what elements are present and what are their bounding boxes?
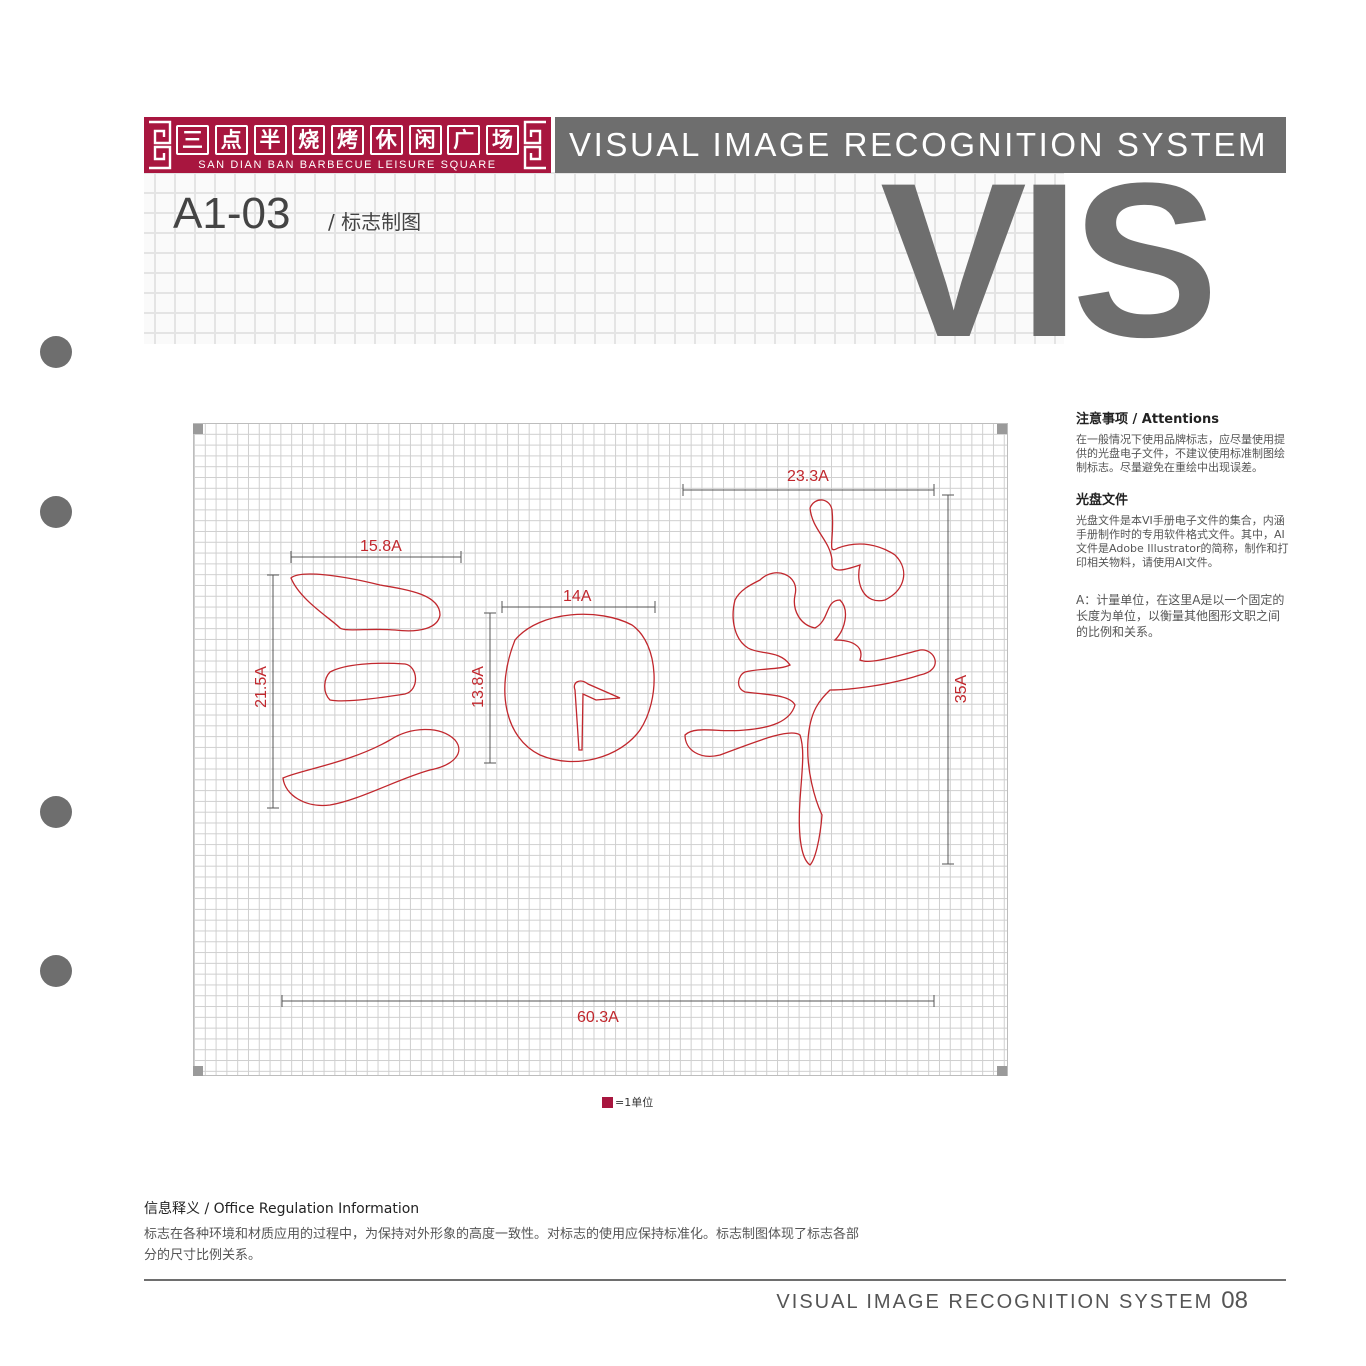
footer: VISUAL IMAGE RECOGNITION SYSTEM 08 [776,1287,1248,1315]
cd-body: 光盘文件是本VI手册电子文件的集合，内涵手册制作时的专用软件格式文件。其中，AI… [1076,514,1289,569]
brand-subtitle: SAN DIAN BAN BARBECUE LEISURE SQUARE [198,159,497,171]
cd-title: 光盘文件 [1076,493,1129,508]
attention-title: 注意事项 / Attentions [1076,412,1219,427]
attention-body: 在一般情况下使用品牌标志，应尽量使用提供的光盘电子文件，不建议使用标准制图绘制标… [1076,433,1285,474]
grid-corner-mark [193,1066,203,1076]
glyph-san-stroke-3 [282,728,460,807]
page-subtitle: / 标志制图 [328,210,422,234]
dim-san-height: 21.5A [252,666,270,708]
grid-legend: =1单位 [602,1094,653,1110]
dimension-lines [267,484,954,1007]
dim-dian-height: 13.8A [469,666,487,708]
brand-logo-body: 三 点 半 烧 烤 休 闲 广 场 SAN DIAN BAN BARBECUE … [176,123,519,171]
dim-total-width: 60.3A [577,1009,619,1026]
grid-corner-mark [997,424,1007,434]
footer-divider [144,1279,1286,1281]
construction-grid [193,423,1008,1076]
glyph-dian-tick [573,680,621,751]
page-code: A1-03 [173,189,291,238]
brand-char: 场 [486,125,519,155]
footer-system-title: VISUAL IMAGE RECOGNITION SYSTEM [776,1291,1214,1313]
brand-char: 休 [369,125,403,155]
unit-note: A：计量单位，在这里A是以一个固定的长度为单位，以衡量其他图形文职之间的比例和关… [1076,593,1285,639]
grid-corner-mark [997,1066,1007,1076]
glyph-san-stroke-1 [290,573,441,632]
unit-swatch-icon [602,1096,613,1108]
page-number: 08 [1221,1287,1248,1314]
fret-ornament-left-icon [149,120,172,170]
dim-dian-width: 14A [563,588,592,605]
brand-char: 烤 [331,125,364,155]
dim-ban-width: 23.3A [787,468,829,485]
brand-char: 点 [214,125,248,155]
glyph-san-stroke-2 [324,662,417,702]
grid-corner-mark [193,424,203,434]
brand-char: 烧 [292,125,326,155]
info-body: 标志在各种环境和材质应用的过程中，为保持对外形象的高度一致性。对标志的使用应保持… [144,1227,860,1263]
glyph-dian-circle [504,613,655,763]
binder-hole [40,955,72,987]
binder-hole [40,496,72,528]
brand-char: 广 [447,125,481,155]
system-title-bar: VISUAL IMAGE RECOGNITION SYSTEM [555,117,1286,173]
binder-hole [40,336,72,368]
notes-panel: 注意事项 / Attentions 在一般情况下使用品牌标志，应尽量使用提供的光… [1076,408,1290,654]
fret-ornament-right-icon [523,120,546,170]
dim-ban-height: 35A [953,674,971,704]
brand-char: 半 [253,125,287,155]
glyph-ban-body [684,499,936,866]
info-title: 信息释义 / Office Regulation Information [144,1201,420,1217]
legend-label: =1单位 [615,1096,654,1109]
brand-name: 三 点 半 烧 烤 休 闲 广 场 [176,125,519,155]
dim-san-width: 15.8A [360,538,402,555]
vis-mark: VIS [880,137,1219,383]
brand-char: 三 [176,125,209,155]
brand-char: 闲 [408,125,442,155]
brand-logo: 三 点 半 烧 烤 休 闲 广 场 SAN DIAN BAN BARBECUE … [144,117,551,173]
fret-pattern-band [144,172,1064,344]
logo-glyph-outlines [282,499,936,866]
binder-hole [40,796,72,828]
system-title: VISUAL IMAGE RECOGNITION SYSTEM [569,126,1269,163]
